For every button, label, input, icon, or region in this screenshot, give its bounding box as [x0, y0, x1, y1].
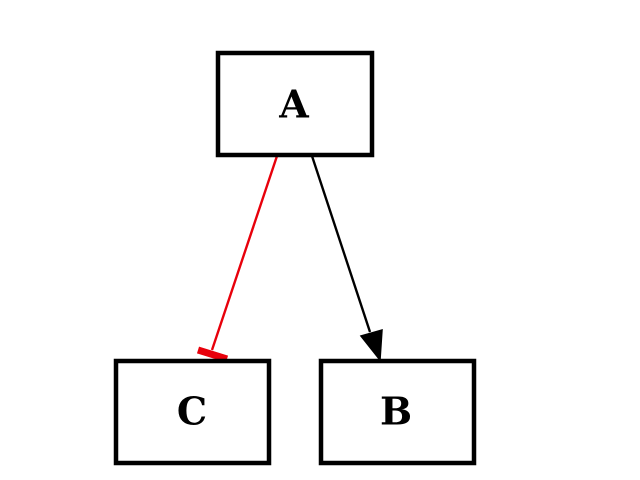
- edge-a-c-line: [210, 155, 279, 351]
- node-a-box: [215, 50, 375, 158]
- node-c-box: [113, 358, 272, 466]
- node-b[interactable]: B: [318, 358, 477, 466]
- node-c[interactable]: C: [113, 358, 272, 466]
- node-a-label: A: [278, 82, 309, 127]
- edge-a-c-tee-head: [196, 346, 229, 363]
- edge-a-b-arrow-head: [359, 328, 383, 362]
- node-b-label: B: [380, 389, 412, 434]
- node-c-label: C: [177, 389, 207, 434]
- edge-a-b-line: [310, 155, 372, 333]
- node-b-box: [318, 358, 477, 466]
- edge-a-b: [310, 155, 383, 362]
- node-a[interactable]: A: [215, 50, 375, 158]
- edge-a-c: [196, 155, 279, 363]
